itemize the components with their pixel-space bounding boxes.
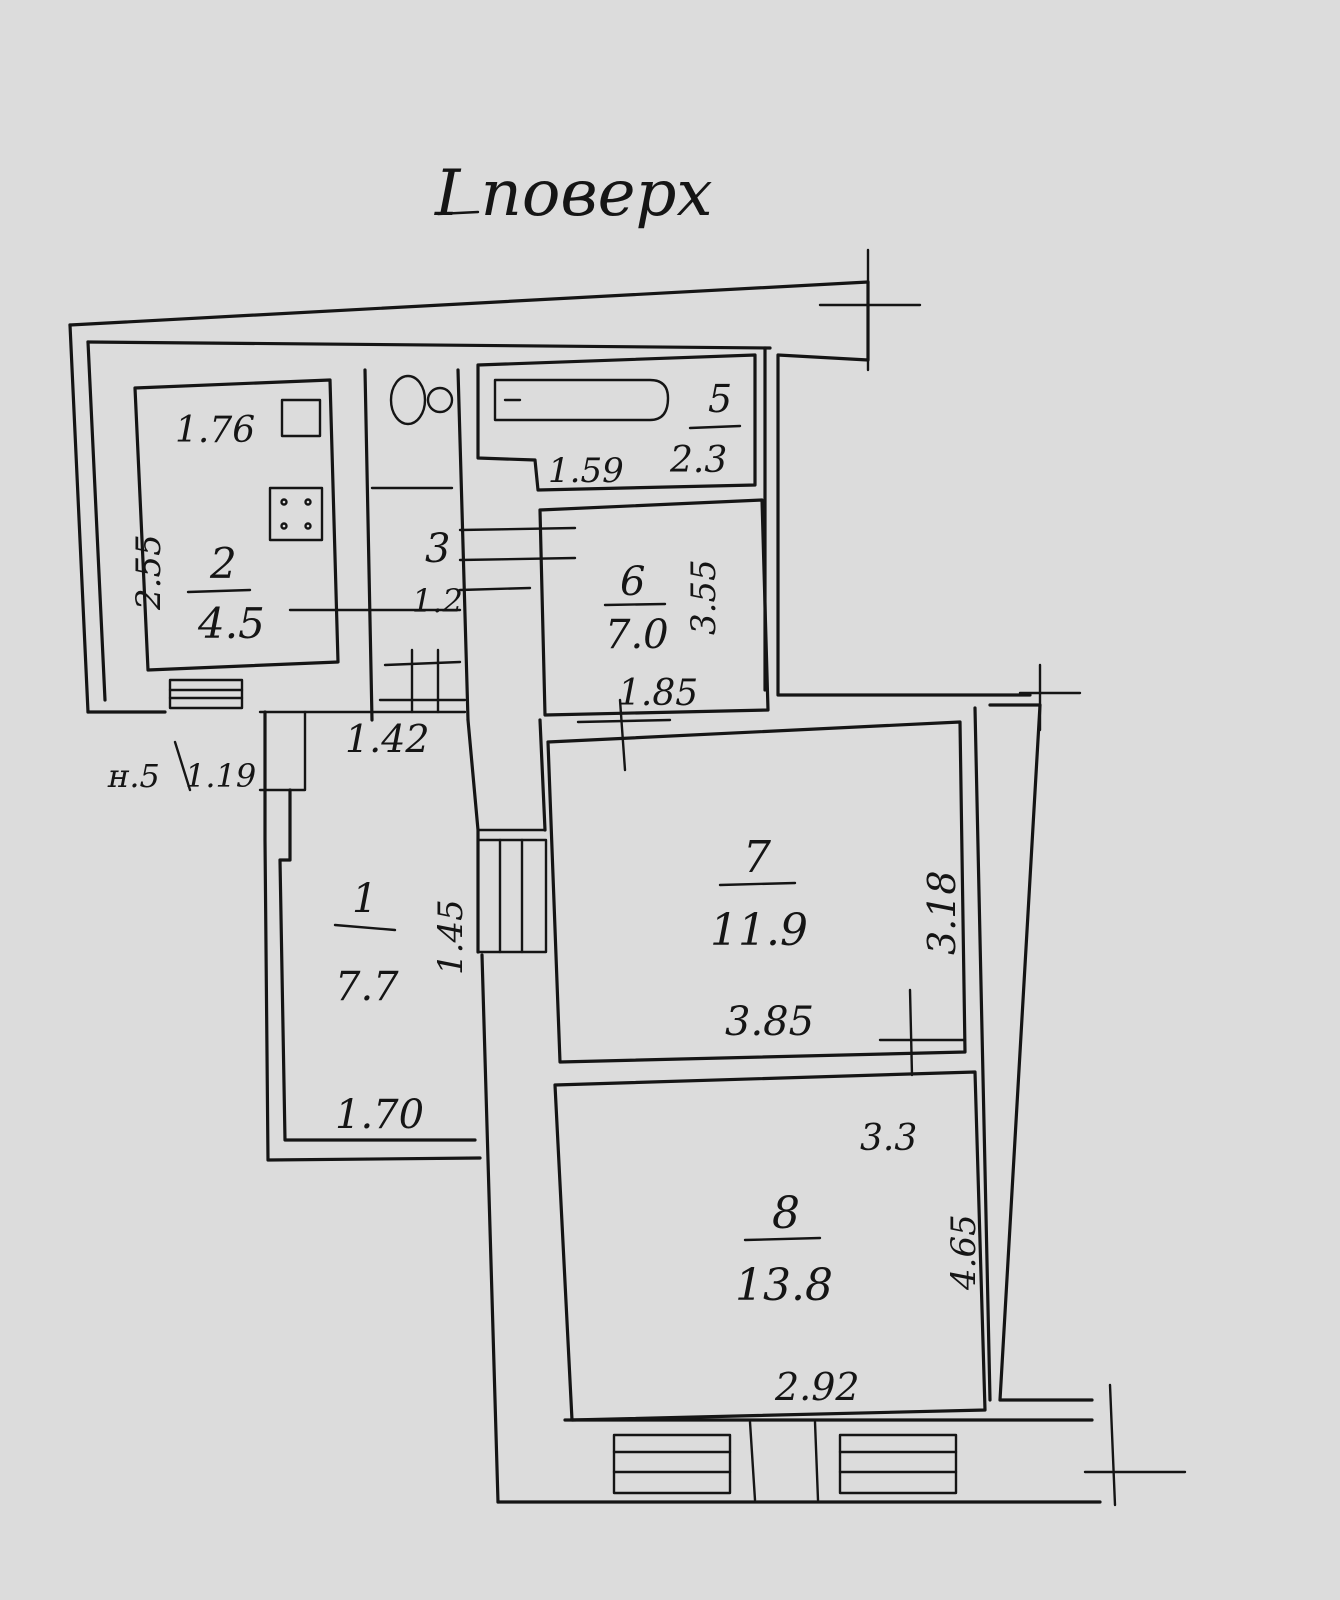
room-7-outline	[546, 720, 967, 1064]
wall-east-outer	[973, 706, 992, 1402]
stove-burner	[304, 498, 312, 506]
room-5-dim: 1.59	[548, 451, 624, 491]
wall-top-inner	[86, 340, 772, 350]
room-8-labels: 8 13.8 3.3 2.92 4.65	[735, 1118, 984, 1409]
height-label: ʜ.5	[107, 757, 160, 795]
room-2	[133, 378, 340, 710]
wall-room1-west	[263, 710, 482, 1162]
wall-right-upper-outer	[776, 280, 1032, 697]
stove-burner	[304, 522, 312, 530]
room-2-area: 4.5	[197, 599, 265, 648]
window-room-8-left	[612, 1433, 732, 1495]
room-6-number: 6	[620, 559, 645, 605]
room-8-fraction-line	[743, 1236, 822, 1242]
wall-west-lower	[480, 953, 500, 1504]
wall-left-inner	[86, 340, 107, 702]
room-5-outline	[476, 353, 757, 492]
room-7-dim-side: 3.18	[920, 870, 964, 955]
room-8	[553, 1070, 987, 1502]
toilet-symbol	[389, 374, 427, 426]
outer-walls	[68, 280, 1102, 1504]
washbasin-symbol	[426, 386, 454, 414]
wall-room1-west-inner	[278, 788, 477, 1142]
room-8-dim-bottom: 2.92	[774, 1365, 860, 1409]
room-3-west-wall	[363, 368, 374, 722]
room-6-door	[576, 718, 672, 724]
passage-line	[383, 660, 462, 667]
room-1-fraction-line	[333, 923, 397, 932]
room-3-east-wall	[456, 368, 470, 722]
room-7-tick	[908, 988, 914, 1077]
entrance-partition	[258, 710, 307, 792]
room-5	[476, 353, 757, 492]
room-6-area: 7.0	[605, 612, 669, 658]
room-7-area: 11.9	[710, 905, 808, 956]
room-3-door-line	[458, 526, 577, 532]
room-6	[538, 498, 770, 772]
room-3	[288, 368, 577, 722]
pier-line	[813, 1420, 820, 1502]
tick-se-v	[1108, 1383, 1117, 1507]
room-8-dim-side: 4.65	[944, 1214, 984, 1291]
room-2-number: 2	[209, 539, 237, 588]
room-6-dim-bottom: 1.85	[618, 673, 698, 714]
room-3-dim: 1.42	[345, 717, 430, 761]
room-5-labels: 5 2.3 1.59	[548, 377, 742, 491]
room-3-door-line	[458, 586, 532, 592]
pier-line	[748, 1420, 757, 1502]
room-5-number: 5	[708, 377, 732, 421]
room-8-dim-top: 3.3	[860, 1118, 917, 1159]
corner-ticks	[818, 248, 1187, 1507]
stove-burner	[280, 522, 288, 530]
room-1-dim-side: 1.45	[431, 899, 471, 975]
room-8-outline	[553, 1070, 987, 1422]
room-1-area: 7.7	[335, 964, 399, 1010]
room-2-dim-side: 2.55	[129, 534, 169, 611]
room-2-outline	[133, 378, 340, 672]
stove-symbol	[268, 486, 324, 542]
wall-left-outer	[68, 323, 90, 714]
room-8-number: 8	[772, 1188, 800, 1239]
room-1-labels: 1 7.7 1.45 1.70	[333, 876, 471, 1138]
room-7-labels: 7 11.9 3.85 3.18	[710, 832, 964, 1045]
room-5-fraction-line	[688, 424, 742, 430]
room-6-labels: 6 7.0 1.85 3.55	[603, 559, 724, 714]
room-1-dim-bottom: 1.70	[335, 1092, 424, 1138]
room-5-area: 2.3	[669, 440, 727, 481]
floor-title: I поверх	[434, 157, 713, 231]
title-underline	[436, 210, 480, 216]
room-2-dim-top: 1.76	[175, 410, 255, 451]
room-7	[546, 720, 967, 1077]
room-7-fraction-line	[718, 881, 797, 887]
room-2-fraction-line	[186, 588, 252, 594]
stair-symbol	[476, 838, 548, 954]
room-6-fraction-line	[603, 602, 667, 607]
corridor	[258, 710, 548, 954]
corridor-east	[538, 718, 547, 832]
dimension-label-wall: 1.19	[185, 757, 256, 795]
room-6-dim-side: 3.55	[684, 559, 724, 635]
room-7-number: 7	[743, 832, 771, 883]
wall-east-inner	[988, 703, 1094, 1402]
room-3-door-line	[458, 556, 577, 562]
wall-top-outer	[68, 280, 870, 327]
window-room-8-right	[838, 1433, 958, 1495]
room-3-number: 3	[425, 526, 450, 572]
room-3-area: 1.2	[412, 582, 463, 620]
stove-burner	[280, 498, 288, 506]
room-3-labels: 3 1.2 1.42	[345, 526, 463, 761]
room-7-dim-bottom: 3.85	[725, 999, 814, 1045]
room-6-door-tick	[618, 698, 627, 772]
room-6-outline	[538, 498, 770, 717]
sink-symbol	[280, 398, 322, 438]
room-1-number: 1	[352, 876, 377, 922]
room-8-area: 13.8	[735, 1260, 833, 1311]
bathtub-symbol	[493, 378, 670, 422]
room-2-labels: 2 4.5 1.76 2.55	[129, 410, 265, 648]
window-room-2	[168, 678, 244, 710]
dimension-slash	[173, 740, 192, 792]
